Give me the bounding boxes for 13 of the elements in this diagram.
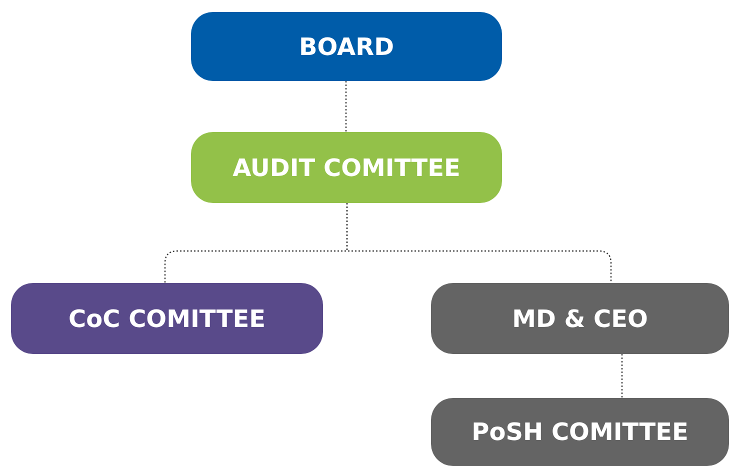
org-box: [431, 398, 729, 466]
box-label: MD & CEO: [512, 304, 648, 332]
org-box: [191, 132, 502, 203]
org-box: [191, 12, 502, 81]
org-box: [11, 283, 323, 354]
connector-line: [621, 354, 623, 398]
box-label: BOARD: [298, 32, 394, 60]
box-label: PoSH COMITTEE: [472, 418, 688, 446]
box-label: CoC COMITTEE: [68, 304, 266, 332]
connector-line: [346, 203, 612, 283]
box-label: AUDIT COMITTEE: [232, 154, 460, 182]
connector-line: [345, 81, 347, 132]
org-box: [431, 283, 729, 354]
